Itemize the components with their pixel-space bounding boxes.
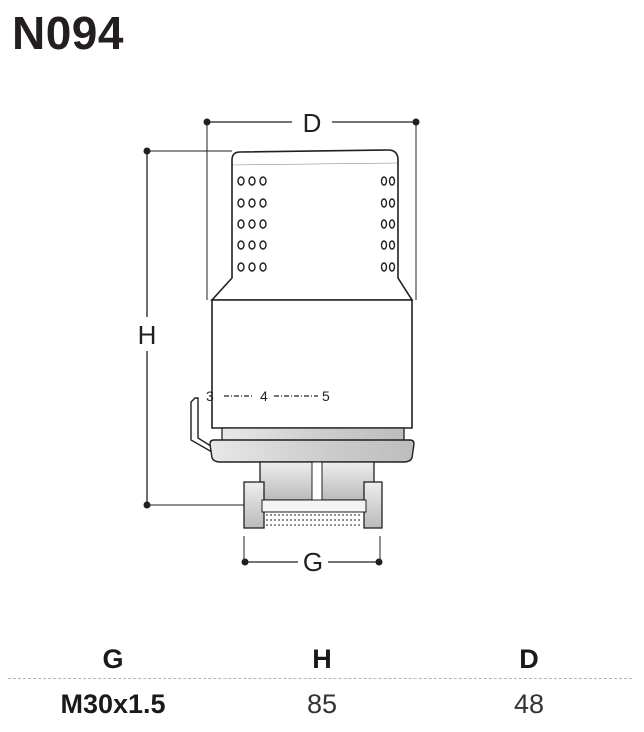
table-header-row: G H D — [8, 640, 632, 678]
connector-stem — [259, 461, 375, 503]
dimension-label-d: D — [303, 108, 322, 138]
dimension-g: G — [241, 536, 383, 577]
table-divider — [8, 678, 632, 679]
scale-mark-4: 4 — [260, 388, 268, 404]
dimension-h: H — [132, 147, 245, 509]
thermostatic-head-body — [211, 299, 413, 429]
specification-table: G H D M30x1.5 85 48 — [8, 640, 632, 729]
cell-g-value: M30x1.5 — [60, 689, 166, 719]
header-d: D — [519, 644, 539, 674]
scale-mark-3: 3 — [206, 388, 214, 404]
table-row: M30x1.5 85 48 — [8, 679, 632, 729]
threaded-nut — [243, 481, 383, 529]
vent-holes-right — [380, 176, 396, 272]
product-code-title: N094 — [12, 7, 124, 59]
dimension-label-g: G — [303, 547, 323, 577]
scale-mark-5: 5 — [322, 388, 330, 404]
header-h: H — [312, 644, 332, 674]
cell-h-value: 85 — [306, 689, 338, 719]
dimension-d: D — [203, 108, 420, 300]
base-ring — [209, 427, 415, 463]
dimension-label-h: H — [138, 320, 157, 350]
cell-d-value: 48 — [513, 689, 545, 719]
technical-drawing: D H 3 4 5 — [132, 108, 420, 577]
vent-holes-left — [237, 176, 267, 272]
scale-marks: 3 4 5 — [206, 388, 330, 404]
header-g: G — [102, 644, 124, 674]
